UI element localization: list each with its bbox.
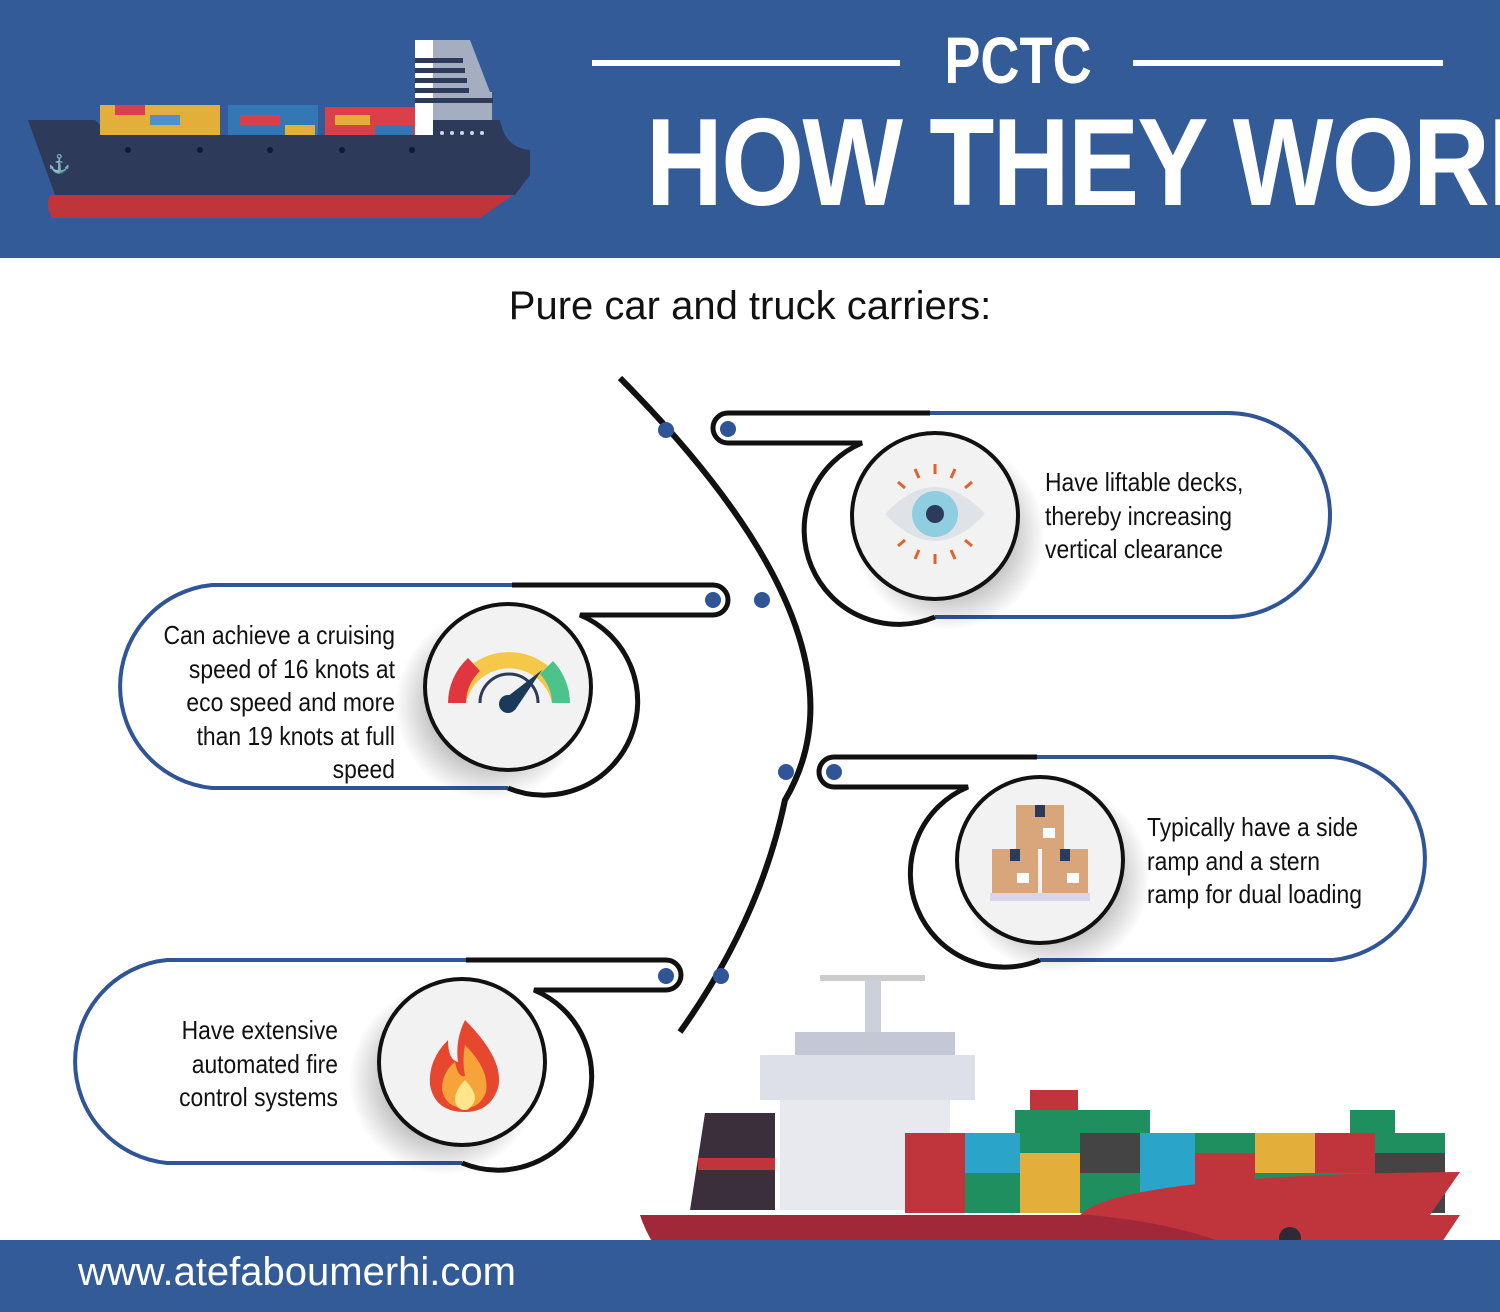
- fire-icon: [429, 1020, 500, 1112]
- boxes-icon: [990, 805, 1090, 901]
- feature-pill-2: [118, 582, 731, 800]
- footer-banner: [0, 1240, 1500, 1312]
- feature-pill-4: [73, 957, 684, 1175]
- page-title: HOW THEY WORK: [645, 94, 1500, 232]
- eye-icon: [885, 464, 985, 564]
- footer-url[interactable]: www.atefaboumerhi.com: [78, 1250, 516, 1294]
- feature-text-cruising-speed: Can achieve a cruising speed of 16 knots…: [163, 620, 395, 784]
- cargo-ship-illustration-top: ⚓: [28, 40, 530, 218]
- subtitle: Pure car and truck carriers:: [508, 284, 992, 328]
- feature-text-ramps: Typically have a side ramp and a stern r…: [1147, 812, 1362, 909]
- feature-text-liftable-decks: Have liftable decks, thereby increasing …: [1045, 467, 1244, 564]
- speedometer-icon: [448, 652, 570, 713]
- title-rule-right: [1133, 60, 1443, 66]
- anchor-icon: ⚓: [48, 153, 70, 174]
- title-rule-left: [592, 60, 900, 66]
- header-kicker: PCTC: [944, 23, 1092, 97]
- timeline-arc: [617, 375, 814, 1034]
- timeline-dots: [658, 422, 794, 984]
- feature-text-fire-control: Have extensive automated fire control sy…: [179, 1015, 338, 1112]
